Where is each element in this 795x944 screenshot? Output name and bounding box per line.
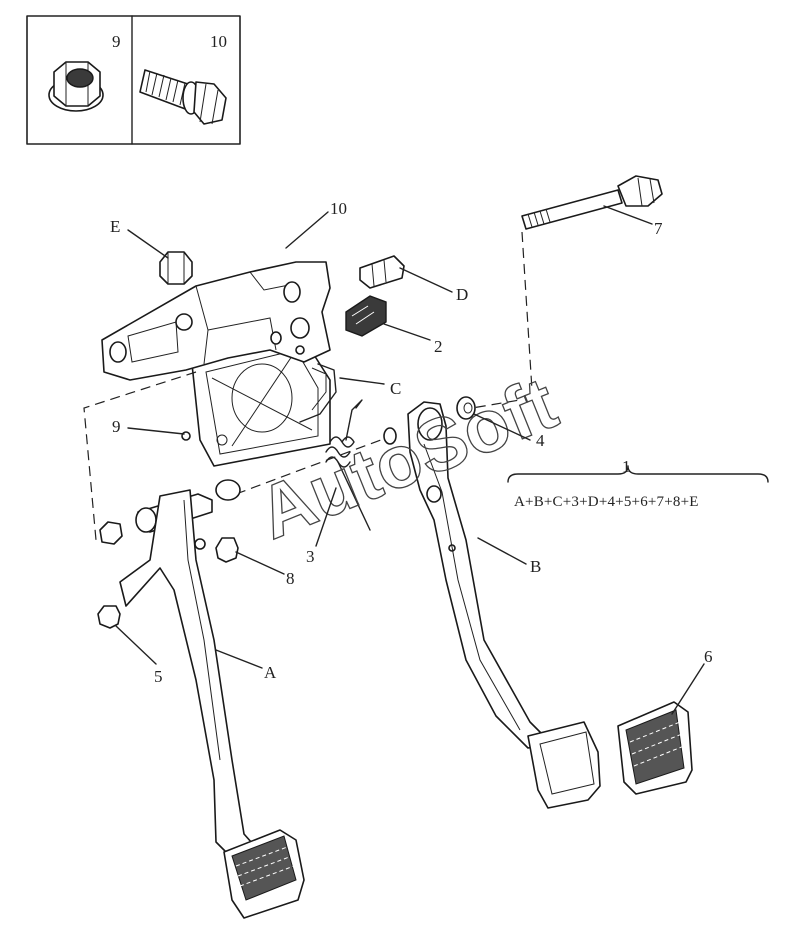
nut-8-part [215,537,239,563]
callout-7: 7 [654,219,663,238]
assembly-formula: A+B+C+3+D+4+5+6+7+8+E [514,494,699,510]
assembly-line-left [83,371,197,541]
bushing-4-part [383,396,476,445]
assembly-line-right [459,399,521,411]
callout-2: 2 [434,337,443,356]
callout-3: 3 [306,547,315,566]
callout-labels: 10 E 7 D 2 C 9 4 1 A+B+C+3+D+4+5+6+7+8+E… [110,199,713,686]
pedal-pad-6-part [617,701,693,795]
switch-2-part [345,295,387,337]
callout-5: 5 [154,667,163,686]
spring-3-part [325,399,371,531]
leader-lines [115,205,705,715]
callout-10: 10 [330,199,347,218]
pedal-a-part [119,479,305,919]
inset-box: 9 10 [26,15,241,145]
flange-nut-icon [48,61,104,112]
assembly-line-shaft [235,437,387,495]
callout-8: 8 [286,569,295,588]
callout-a: A [264,663,277,682]
bolt-axis-line [521,231,533,391]
callout-6: 6 [704,647,713,666]
pedal-bracket-part [101,261,337,467]
inset-label-9: 9 [112,32,121,51]
callout-4: 4 [536,431,545,450]
pedal-b-part [407,401,601,809]
callout-1: 1 [622,457,631,476]
callout-d: D [456,285,468,304]
nut-e-part [159,251,193,285]
flange-bolt-icon [139,69,227,125]
inset-label-10: 10 [210,32,227,51]
nut-5-part [97,605,121,629]
callout-c: C [390,379,401,398]
callout-9: 9 [112,417,121,436]
assembly-brace [507,465,769,483]
pin-9-part [181,431,191,441]
switch-d-part [359,255,405,289]
nut-left-part [99,521,123,545]
long-bolt-part [521,175,663,230]
callout-e: E [110,217,120,236]
callout-b: B [530,557,541,576]
